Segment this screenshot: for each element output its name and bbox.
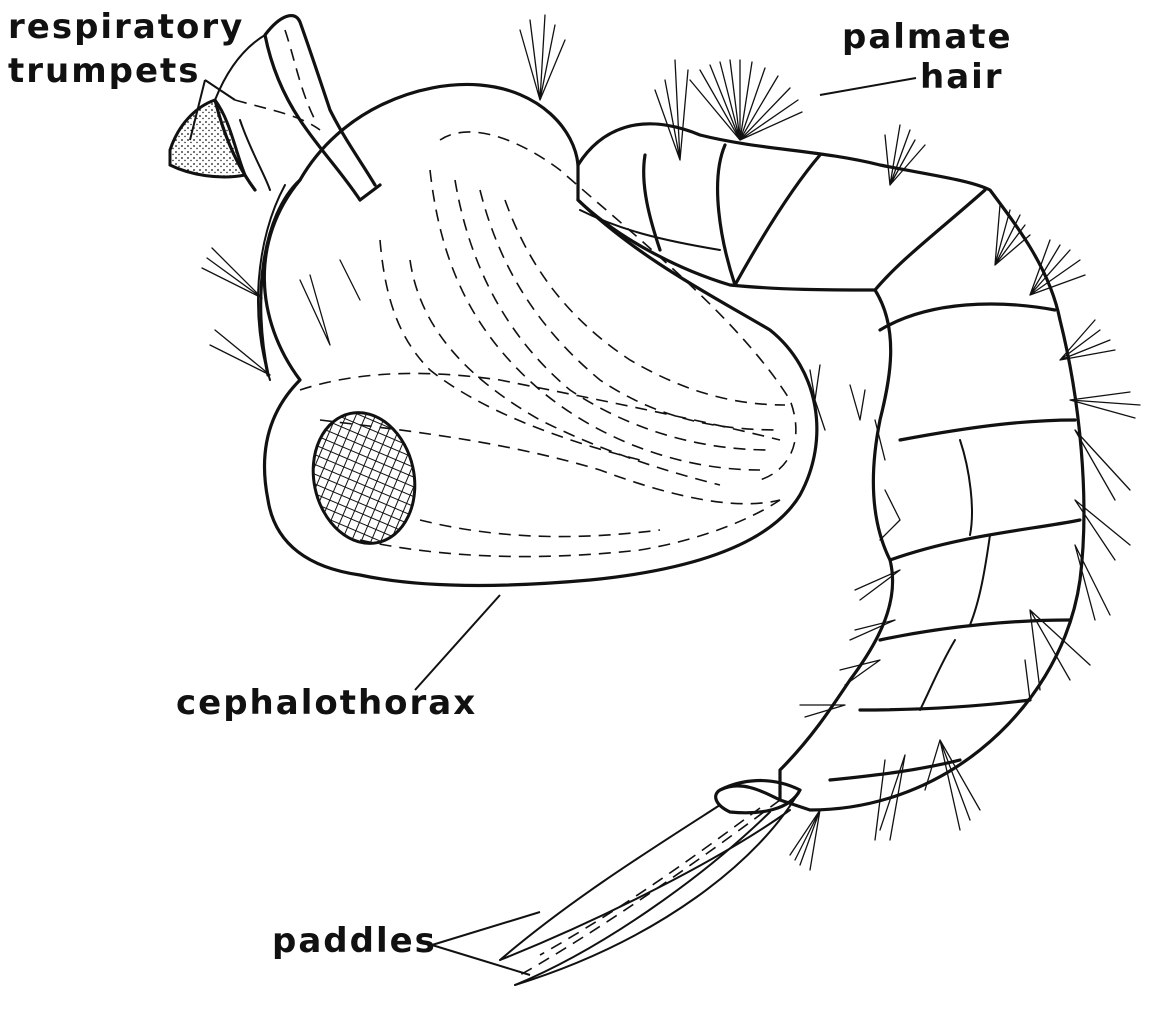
label-palmate: palmate — [842, 18, 1013, 56]
label-cephalothorax: cephalothorax — [176, 684, 477, 722]
abdomen — [578, 124, 1084, 810]
paddles — [500, 781, 800, 985]
label-hair: hair — [920, 58, 1004, 96]
label-paddles: paddles — [272, 922, 437, 960]
label-trumpets: trumpets — [8, 52, 201, 90]
leader-lines — [190, 78, 916, 975]
label-respiratory: respiratory — [8, 8, 244, 46]
